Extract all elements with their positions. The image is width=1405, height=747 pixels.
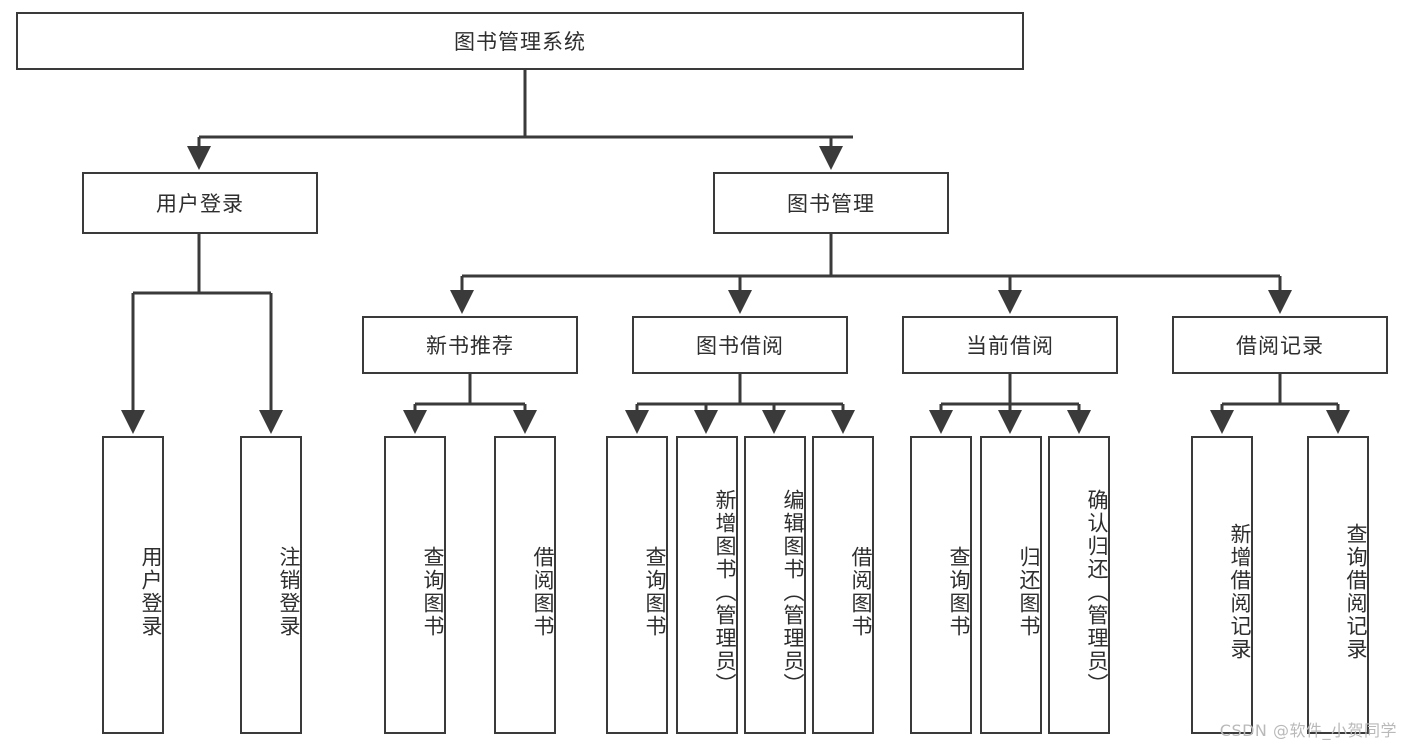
node-leaf-add-book-label: 新增图书（管理员） bbox=[713, 488, 737, 696]
node-leaf-query-book-2[interactable]: 查询图书 bbox=[606, 436, 668, 734]
node-current-borrow-label: 当前借阅 bbox=[966, 334, 1054, 358]
node-leaf-query-book-1-label: 查询图书 bbox=[421, 546, 445, 638]
node-leaf-borrow-book-1-label: 借阅图书 bbox=[531, 546, 555, 638]
node-leaf-logout-label: 注销登录 bbox=[277, 546, 301, 638]
node-leaf-query-book-3-label: 查询图书 bbox=[947, 546, 971, 638]
node-leaf-user-login[interactable]: 用户登录 bbox=[102, 436, 164, 734]
node-user-login-label: 用户登录 bbox=[156, 192, 244, 216]
node-new-book-rec[interactable]: 新书推荐 bbox=[362, 316, 578, 374]
node-leaf-borrow-book-2-label: 借阅图书 bbox=[849, 546, 873, 638]
node-leaf-logout[interactable]: 注销登录 bbox=[240, 436, 302, 734]
node-borrow-record-label: 借阅记录 bbox=[1236, 334, 1324, 358]
node-leaf-confirm-return-label: 确认归还（管理员） bbox=[1085, 488, 1109, 696]
node-leaf-edit-book-label: 编辑图书（管理员） bbox=[781, 488, 805, 696]
node-book-borrow[interactable]: 图书借阅 bbox=[632, 316, 848, 374]
node-borrow-record[interactable]: 借阅记录 bbox=[1172, 316, 1388, 374]
node-book-borrow-label: 图书借阅 bbox=[696, 334, 784, 358]
node-leaf-return-book-label: 归还图书 bbox=[1017, 546, 1041, 638]
node-user-login[interactable]: 用户登录 bbox=[82, 172, 318, 234]
node-leaf-add-record-label: 新增借阅记录 bbox=[1228, 523, 1252, 661]
node-leaf-query-book-2-label: 查询图书 bbox=[643, 546, 667, 638]
watermark: CSDN @软件_小贺同学 bbox=[1219, 721, 1397, 740]
node-leaf-query-book-3[interactable]: 查询图书 bbox=[910, 436, 972, 734]
node-leaf-query-record[interactable]: 查询借阅记录 bbox=[1307, 436, 1369, 734]
node-leaf-user-login-label: 用户登录 bbox=[139, 546, 163, 638]
node-root-label: 图书管理系统 bbox=[454, 30, 586, 54]
node-leaf-add-record[interactable]: 新增借阅记录 bbox=[1191, 436, 1253, 734]
node-leaf-return-book[interactable]: 归还图书 bbox=[980, 436, 1042, 734]
node-leaf-borrow-book-2[interactable]: 借阅图书 bbox=[812, 436, 874, 734]
node-current-borrow[interactable]: 当前借阅 bbox=[902, 316, 1118, 374]
node-leaf-borrow-book-1[interactable]: 借阅图书 bbox=[494, 436, 556, 734]
node-new-book-rec-label: 新书推荐 bbox=[426, 334, 514, 358]
node-root[interactable]: 图书管理系统 bbox=[16, 12, 1024, 70]
node-leaf-edit-book[interactable]: 编辑图书（管理员） bbox=[744, 436, 806, 734]
node-leaf-add-book[interactable]: 新增图书（管理员） bbox=[676, 436, 738, 734]
node-leaf-query-book-1[interactable]: 查询图书 bbox=[384, 436, 446, 734]
node-book-manage-label: 图书管理 bbox=[787, 192, 875, 216]
node-book-manage[interactable]: 图书管理 bbox=[713, 172, 949, 234]
node-leaf-confirm-return[interactable]: 确认归还（管理员） bbox=[1048, 436, 1110, 734]
node-leaf-query-record-label: 查询借阅记录 bbox=[1344, 523, 1368, 661]
